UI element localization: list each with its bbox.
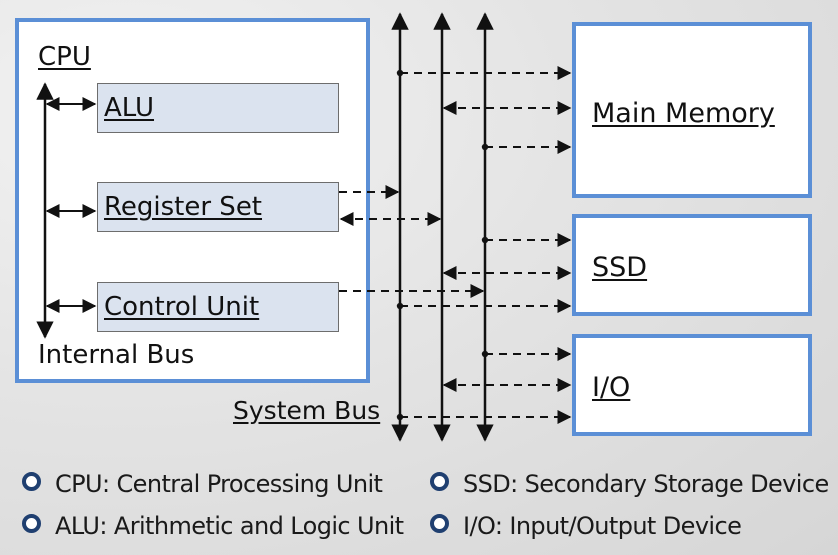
internal-bus-label: Internal Bus — [38, 340, 195, 370]
legend-item-cpu: CPU: Central Processing Unit — [22, 470, 383, 498]
alu-unit: ALU — [97, 83, 339, 133]
control-unit-label: Control Unit — [104, 292, 260, 322]
register-set-label: Register Set — [104, 192, 263, 222]
io-label: I/O — [592, 372, 631, 403]
main-memory-label: Main Memory — [592, 98, 775, 129]
bullet-icon — [430, 472, 449, 491]
ssd-box: SSD — [572, 214, 812, 316]
bullet-icon — [430, 514, 449, 533]
bullet-icon — [22, 514, 41, 533]
system-bus-label: System Bus — [233, 396, 381, 425]
legend-item-alu: ALU: Arithmetic and Logic Unit — [22, 512, 404, 540]
main-memory-box: Main Memory — [572, 22, 812, 198]
ssd-label: SSD — [592, 252, 648, 283]
legend-item-ssd: SSD: Secondary Storage Device — [430, 470, 829, 498]
cpu-title: CPU — [38, 42, 91, 72]
legend-item-io: I/O: Input/Output Device — [430, 512, 742, 540]
register-set-unit: Register Set — [97, 182, 339, 232]
bullet-icon — [22, 472, 41, 491]
alu-label: ALU — [104, 93, 155, 123]
control-unit: Control Unit — [97, 282, 339, 332]
io-box: I/O — [572, 334, 812, 436]
